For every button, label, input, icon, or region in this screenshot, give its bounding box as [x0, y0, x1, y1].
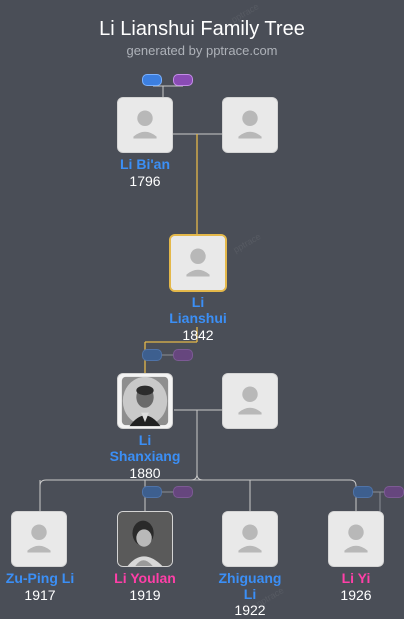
portrait-photo: [118, 374, 172, 428]
person-card-li-bian[interactable]: [117, 97, 173, 153]
person-placeholder-icon: [223, 512, 277, 566]
person-birth-year: 1880: [129, 465, 161, 481]
page-title: Li Lianshui Family Tree: [99, 18, 305, 40]
children-bar: [39, 479, 357, 513]
person-name-line1[interactable]: Li: [138, 432, 152, 448]
father-line-toggle[interactable]: [142, 486, 162, 498]
person-card-zhiguang-li[interactable]: [222, 511, 278, 567]
person-birth-year: 1796: [129, 173, 161, 189]
person-placeholder-icon: [12, 512, 66, 566]
person-name-line2[interactable]: Li: [243, 586, 257, 602]
father-line-toggle[interactable]: [353, 486, 373, 498]
person-name-line2[interactable]: Shanxiang: [109, 448, 181, 464]
person-name[interactable]: Zu-Ping Li: [5, 570, 75, 586]
person-name[interactable]: Li Yi: [341, 570, 371, 586]
person-placeholder-icon: [223, 98, 277, 152]
person-name[interactable]: Li Youlan: [114, 570, 176, 586]
person-placeholder-icon: [223, 374, 277, 428]
person-card-li-lianshui[interactable]: [169, 234, 227, 292]
person-birth-year: 1919: [129, 587, 161, 603]
person-name-line1[interactable]: Li: [191, 294, 205, 310]
descent-line-gen3-right: [196, 473, 204, 481]
person-birth-year: 1917: [24, 587, 56, 603]
page-subtitle: generated by pptrace.com: [126, 43, 278, 58]
person-card-li-shanxiang[interactable]: [117, 373, 173, 429]
person-placeholder-icon: [329, 512, 383, 566]
person-card-zu-ping-li[interactable]: [11, 511, 67, 567]
person-card-li-yi[interactable]: [328, 511, 384, 567]
father-line-toggle[interactable]: [142, 74, 162, 86]
person-card-li-bian-spouse[interactable]: [222, 97, 278, 153]
person-birth-year: 1926: [340, 587, 372, 603]
person-name-line1[interactable]: Zhiguang: [218, 570, 282, 586]
mother-line-toggle[interactable]: [173, 74, 193, 86]
father-line-toggle[interactable]: [142, 349, 162, 361]
person-card-li-shanxiang-spouse[interactable]: [222, 373, 278, 429]
person-placeholder-icon: [171, 236, 225, 290]
person-birth-year: 1922: [234, 602, 266, 618]
person-placeholder-icon: [118, 98, 172, 152]
mother-line-toggle[interactable]: [173, 486, 193, 498]
portrait-photo: [118, 512, 172, 566]
person-name[interactable]: Li Bi'an: [120, 156, 170, 172]
person-birth-year: 1842: [182, 327, 214, 343]
person-name-line2[interactable]: Lianshui: [169, 310, 227, 326]
mother-line-toggle[interactable]: [173, 349, 193, 361]
mother-line-toggle[interactable]: [384, 486, 404, 498]
person-card-li-youlan[interactable]: [117, 511, 173, 567]
